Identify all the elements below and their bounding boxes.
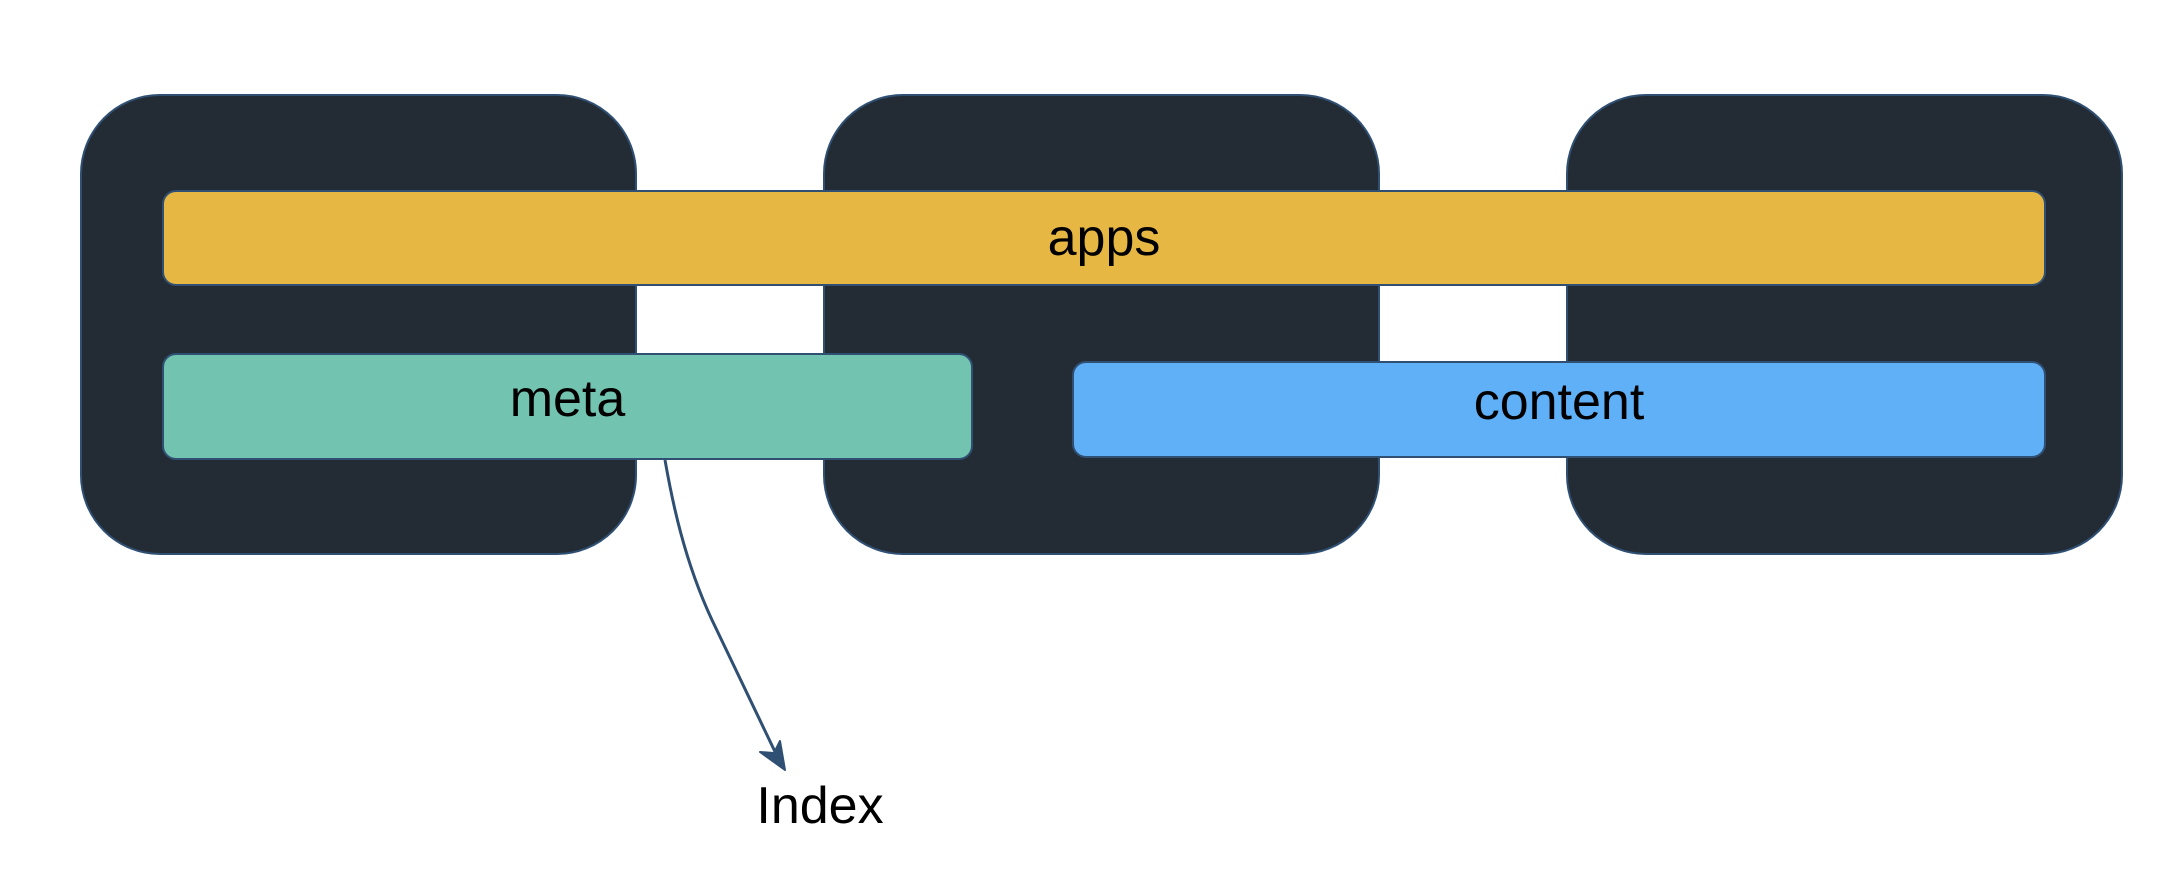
server-node-3: [1566, 94, 2123, 555]
arrowhead-icon: [759, 740, 786, 771]
server-node-1: [80, 94, 637, 555]
apps-bar: apps: [162, 190, 2046, 286]
server-node-2: [823, 94, 1380, 555]
content-label: content: [1473, 372, 1645, 431]
apps-label: apps: [1047, 209, 1161, 267]
arrow-line: [663, 459, 780, 759]
meta-label: meta: [509, 369, 626, 428]
content-bar: content: [1072, 361, 2046, 458]
meta-bar: meta: [162, 353, 973, 460]
index-label: Index: [756, 777, 884, 835]
